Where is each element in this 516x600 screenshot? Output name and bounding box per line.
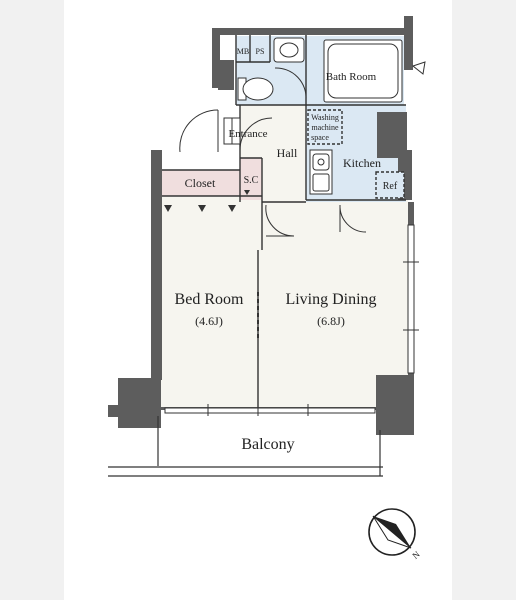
walls [108, 16, 414, 435]
hall-name: Hall [277, 146, 298, 160]
windows [164, 224, 419, 416]
bedroom-floor [161, 197, 258, 409]
ps-name: PS [256, 47, 265, 56]
fridge-space [375, 171, 405, 199]
sc-name: S.C [244, 175, 259, 186]
compass-needle-tail-icon [372, 515, 412, 549]
balcony-rails [108, 416, 383, 477]
living-name: Living Dining [285, 291, 376, 308]
compass-north-label: N [410, 549, 422, 561]
balcony-name: Balcony [241, 436, 294, 453]
sc-floor [240, 158, 262, 200]
washing-line3: space [311, 133, 329, 142]
closet-floor [162, 170, 240, 196]
kitchen-name: Kitchen [343, 156, 381, 170]
door-swings [179, 61, 426, 237]
washing-machine-space [307, 109, 343, 145]
compass: N [368, 508, 422, 561]
entrance-step [223, 117, 241, 145]
bath-fixtures [237, 37, 405, 199]
washing-line2: machine [311, 123, 339, 132]
entrance-name: Entrance [228, 128, 267, 140]
closet-hangers [164, 190, 250, 212]
living-floor [258, 197, 408, 409]
ref-name: Ref [383, 181, 398, 192]
living-size: (6.8J) [317, 314, 345, 328]
bedroom-name: Bed Room [175, 291, 244, 308]
washing-line1: Washing [311, 113, 339, 122]
closet-name: Closet [185, 176, 216, 190]
bath-name: Bath Room [326, 71, 377, 83]
bedroom-size: (4.6J) [195, 314, 223, 328]
mb-name: MB [237, 47, 249, 56]
partitions [162, 35, 406, 408]
